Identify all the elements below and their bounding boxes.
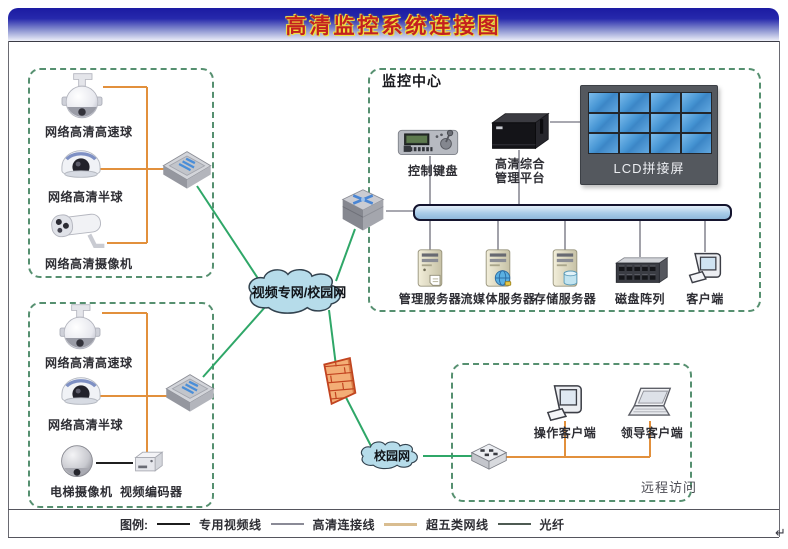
legend-label: 光纤 [539, 517, 565, 532]
management-platform-icon [487, 110, 551, 152]
control-keyboard-icon [396, 124, 460, 160]
remote-access-group [451, 363, 692, 502]
lcd-label: LCD拼接屏 [613, 161, 685, 176]
ptz-camera-icon [54, 303, 106, 353]
laptop-client-icon [627, 386, 673, 422]
node-label: 网络高清半球 [48, 418, 124, 432]
elevator-camera-icon [58, 444, 96, 480]
client-pc-icon [686, 250, 724, 288]
lcd-wall-icon: LCD拼接屏 [580, 85, 718, 185]
ptz-camera-icon [56, 72, 108, 122]
media-server-icon [484, 248, 512, 288]
page-title: 高清监控系统连接图 [285, 14, 502, 38]
node-label: 视频编码器 [120, 485, 183, 499]
legend-line-fiber [497, 523, 531, 525]
legend-label: 专用视频线 [199, 517, 262, 532]
legend: 图例: 专用视频线 高清连接线 超五类网线 光纤 [120, 514, 565, 534]
node-label: 磁盘阵列 [614, 292, 665, 306]
node-label: 客户端 [686, 292, 724, 306]
frame-right-border [779, 41, 780, 537]
legend-label: 高清连接线 [312, 517, 376, 532]
remote-switch-icon [470, 442, 508, 472]
dome-camera-icon [60, 374, 102, 410]
node-label: 高清综合 [494, 157, 545, 171]
remote-access-title: 远程访问 [641, 480, 698, 495]
legend-label: 超五类网线 [426, 517, 489, 532]
monitor-center-group [368, 68, 761, 312]
lcd-screen-grid [588, 92, 712, 154]
node-label: 存储服务器 [533, 292, 597, 306]
video-encoder-icon [132, 450, 164, 474]
node-label: 网络高清高速球 [45, 125, 133, 139]
node-label: 控制键盘 [408, 164, 459, 178]
node-label: 管理平台 [494, 171, 545, 185]
node-label: 领导客户端 [620, 426, 684, 440]
paragraph-mark: ↵ [775, 525, 786, 540]
disk-array-icon [611, 256, 669, 286]
access-switch-icon [160, 149, 214, 193]
node-label: 网络高清高速球 [45, 356, 133, 370]
bullet-camera-icon [50, 206, 110, 252]
node-label: 流媒体服务器 [460, 292, 536, 306]
node-label: 网络高清摄像机 [45, 257, 133, 271]
node-label: 管理服务器 [398, 292, 462, 306]
legend-title: 图例: [120, 517, 148, 532]
legend-line-hd [270, 523, 304, 525]
node-label: 电梯摄像机 [50, 485, 113, 499]
main-network-cloud: 视频专网/校园网 [243, 267, 355, 315]
node-label: 网络高清半球 [48, 190, 124, 204]
title-bar: 高清监控系统连接图 [8, 8, 779, 42]
front-end-group-2 [28, 302, 214, 508]
cloud-label: 校园网 [373, 448, 410, 463]
storage-server-icon [551, 248, 579, 288]
dome-camera-icon [60, 147, 102, 183]
monitor-center-title: 监控中心 [382, 73, 442, 89]
campus-network-cloud: 校园网 [358, 437, 426, 473]
management-server-icon [416, 248, 444, 288]
cloud-label: 视频专网/校园网 [251, 284, 347, 300]
legend-line-cat5 [384, 522, 418, 526]
frame-left-border [8, 41, 9, 537]
frame-bottom-line [8, 537, 779, 538]
legend-separator-line [8, 509, 779, 510]
access-switch-icon [163, 372, 217, 416]
firewall-icon [317, 355, 359, 407]
desktop-client-icon [544, 384, 586, 424]
core-switch-icon [340, 188, 386, 234]
network-bus-bar [413, 204, 732, 221]
front-end-group-1 [28, 68, 214, 278]
node-label: 操作客户端 [533, 426, 597, 440]
legend-line-video [157, 523, 190, 525]
